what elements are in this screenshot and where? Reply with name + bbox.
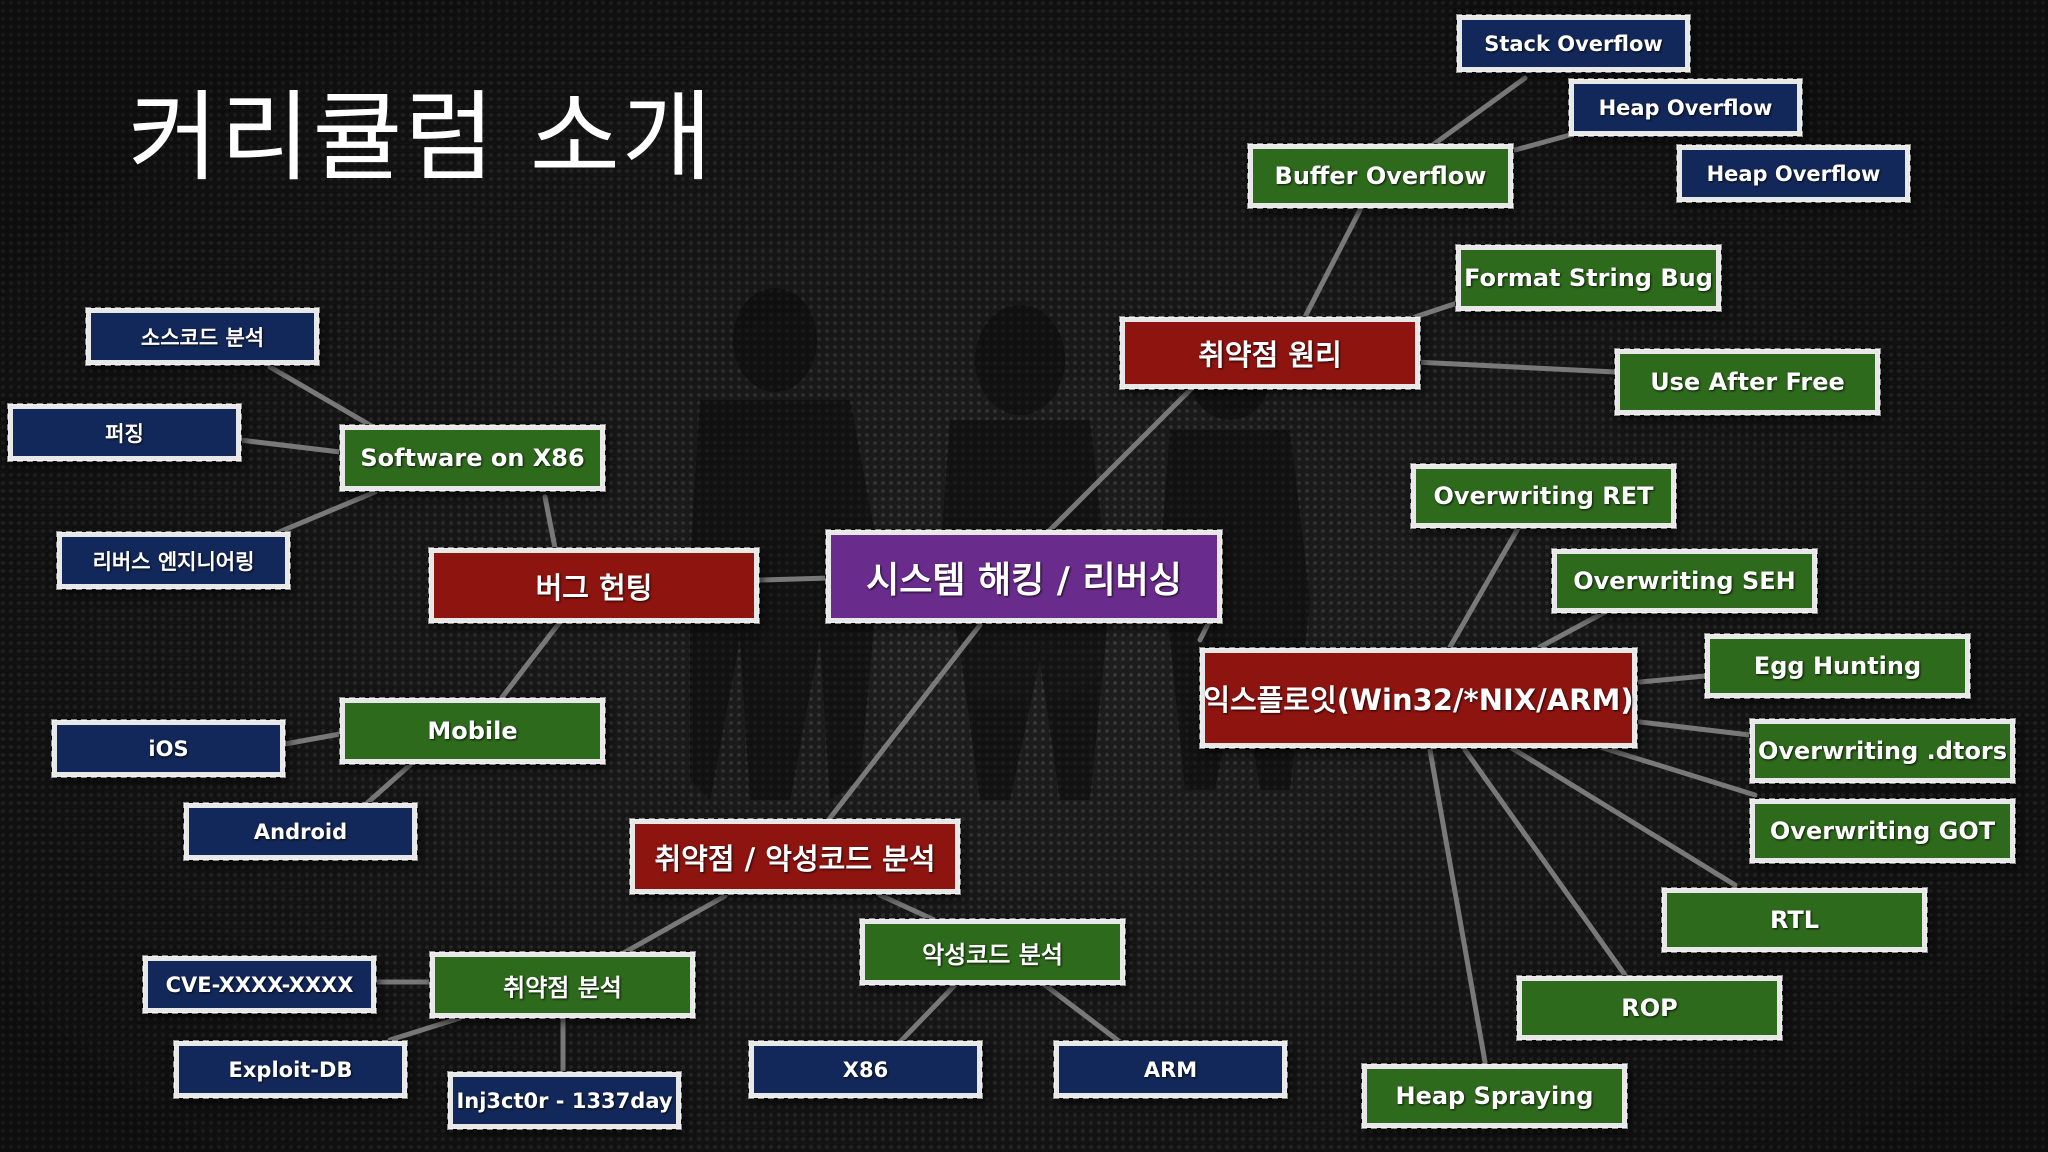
node-x86: X86 [748, 1040, 983, 1099]
link-bof-stack [1427, 75, 1528, 150]
link-principles-bof [1302, 207, 1363, 320]
link-vuln-exploitdb [387, 1015, 463, 1043]
link-mobile-android [362, 762, 413, 808]
node-bug-hunting: 버그 헌팅 [428, 547, 760, 624]
node-source-code-analysis: 소스코드 분석 [85, 307, 320, 366]
node-overwriting-dtors: Overwriting .dtors [1749, 718, 2016, 784]
node-rop: ROP [1516, 975, 1783, 1041]
link-exploit-rop [1462, 747, 1628, 978]
link-exploit-egg [1637, 673, 1708, 685]
node-system-hacking-reversing: 시스템 해킹 / 리버싱 [825, 529, 1223, 624]
link-vm-vuln [617, 893, 728, 958]
node-use-after-free: Use After Free [1614, 348, 1881, 416]
node-heap-overflow-2: Heap Overflow [1676, 144, 1911, 203]
link-sw-fuzzing [237, 437, 343, 455]
link-principles-fsb [1412, 299, 1463, 320]
node-ios: iOS [51, 719, 286, 778]
node-exploit-db: Exploit-DB [173, 1040, 408, 1099]
node-egg-hunting: Egg Hunting [1704, 633, 1971, 699]
node-exploit: 익스플로잇(Win32/*NIX/ARM) [1199, 647, 1638, 749]
link-exploit-rtl [1507, 744, 1738, 888]
link-root-principles [1037, 357, 1223, 543]
node-buffer-overflow: Buffer Overflow [1247, 143, 1514, 209]
node-heap-overflow-1: Heap Overflow [1568, 78, 1803, 137]
link-exploit-got [1597, 744, 1758, 798]
link-root-exploit [1197, 617, 1213, 643]
node-arm: ARM [1053, 1040, 1288, 1099]
node-fuzzing: 퍼징 [7, 403, 242, 462]
node-software-on-x86: Software on X86 [339, 424, 606, 492]
link-malware-arm [1042, 982, 1123, 1045]
node-vuln-malware-analysis: 취약점 / 악성코드 분석 [629, 818, 961, 895]
node-overwriting-got: Overwriting GOT [1749, 798, 2016, 864]
node-android: Android [183, 802, 418, 861]
link-malware-x86 [897, 982, 958, 1045]
node-cve: CVE-XXXX-XXXX [142, 955, 377, 1014]
link-root-vulnmalware [827, 622, 983, 821]
node-format-string-bug: Format String Bug [1455, 244, 1722, 312]
link-bughunting-sw [542, 494, 558, 551]
link-exploit-dtors [1637, 719, 1753, 738]
node-vuln-principles: 취약점 원리 [1119, 316, 1421, 390]
link-sw-source [267, 364, 378, 431]
node-overwriting-seh: Overwriting SEH [1551, 548, 1818, 614]
link-exploit-heapspray [1427, 747, 1488, 1065]
node-stack-overflow: Stack Overflow [1456, 14, 1691, 73]
node-rtl: RTL [1661, 887, 1928, 953]
link-bughunting-mobile [497, 619, 563, 703]
node-inj3ct0r: Inj3ct0r - 1337day [447, 1071, 682, 1130]
node-heap-spraying: Heap Spraying [1361, 1063, 1628, 1129]
node-mobile: Mobile [339, 697, 606, 765]
node-overwriting-ret: Overwriting RET [1410, 463, 1677, 529]
link-exploit-ret [1447, 522, 1523, 650]
link-exploit-seh [1537, 609, 1608, 650]
link-root-bughunting [757, 575, 833, 583]
link-principles-uaf [1412, 359, 1618, 375]
node-vuln-analysis: 취약점 분석 [429, 951, 696, 1019]
node-malware-analysis: 악성코드 분석 [859, 918, 1126, 986]
link-bof-heap1 [1512, 132, 1573, 153]
link-mobile-ios [282, 731, 343, 747]
node-reverse-engineering: 리버스 엔지니어링 [56, 531, 291, 590]
page-title: 커리큘럼 소개 [128, 81, 715, 195]
